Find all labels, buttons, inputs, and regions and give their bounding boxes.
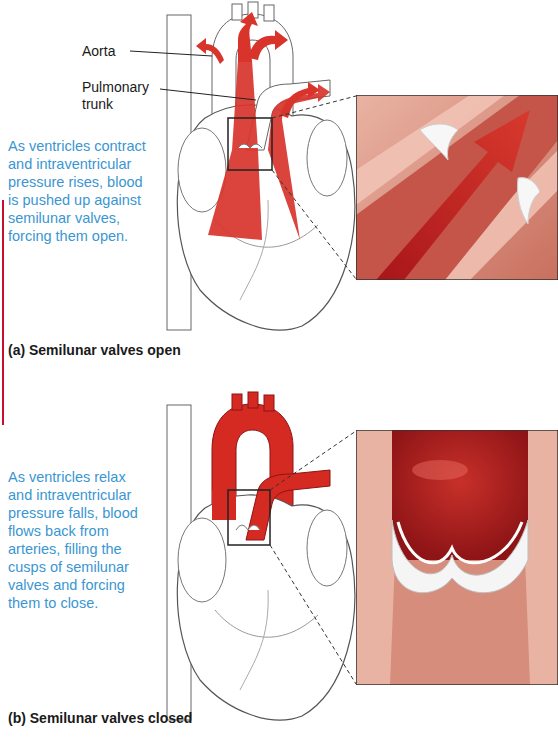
- panel-caption: (a) Semilunar valves open: [8, 342, 181, 359]
- part-label: Pulmonary trunk: [82, 79, 158, 113]
- valve-open-detail: [356, 95, 558, 280]
- description-text: As ventricles contract and intraventricu…: [8, 137, 153, 245]
- heart-open: [167, 2, 356, 330]
- part-label: Aorta: [82, 43, 115, 60]
- leader-line: [160, 89, 256, 100]
- panel-caption: (b) Semilunar valves closed: [8, 710, 192, 727]
- leader-line: [130, 51, 212, 56]
- heart-closed: [167, 392, 356, 720]
- side-bar: [2, 200, 4, 425]
- description-text: As ventricles relax and intraventricular…: [8, 468, 153, 612]
- valve-closed-detail: [356, 430, 558, 685]
